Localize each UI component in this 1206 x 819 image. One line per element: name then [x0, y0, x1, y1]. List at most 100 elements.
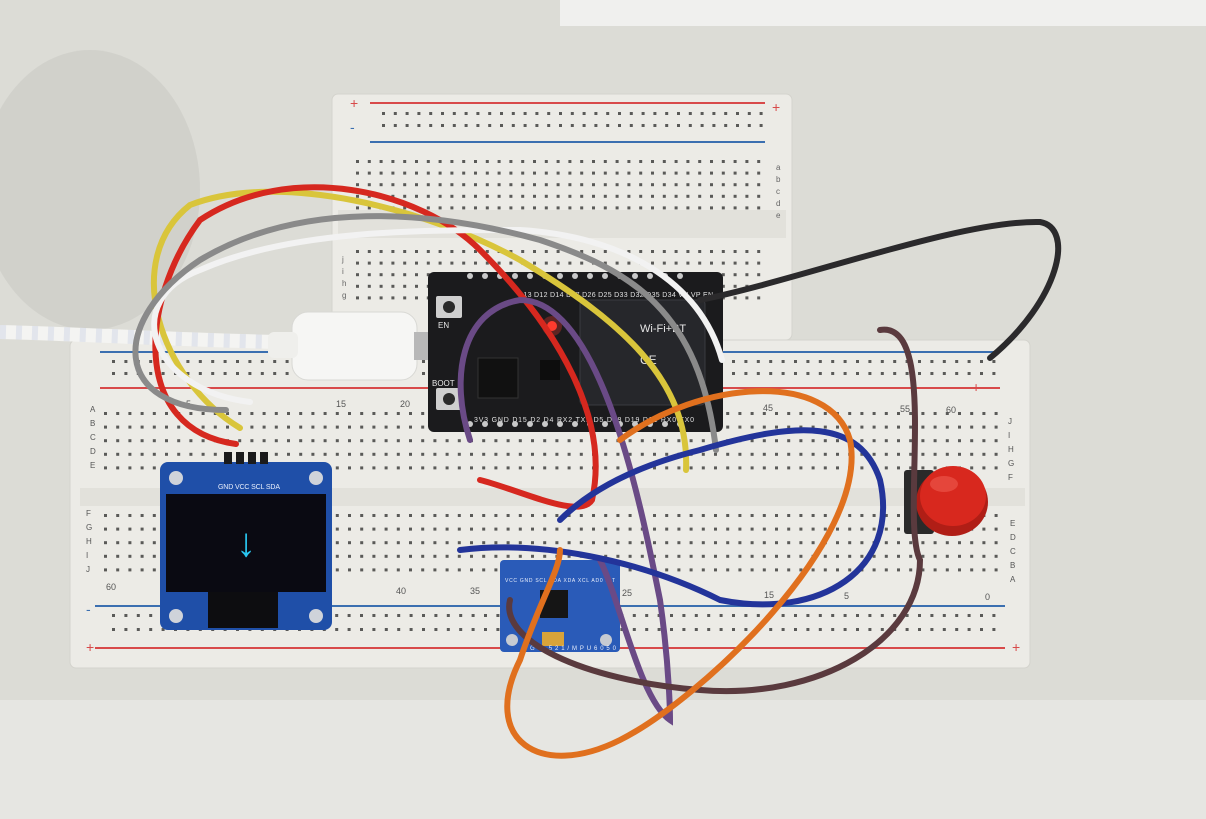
breadboard-hole: [299, 412, 303, 415]
breadboard-hole: [714, 452, 717, 456]
breadboard-hole: [450, 160, 454, 163]
black-wire: [697, 218, 1062, 361]
breadboard-hole: [843, 360, 847, 363]
breadboard-hole: [223, 372, 227, 375]
breadboard-hole: [787, 466, 791, 470]
breadboard-hole: [457, 554, 461, 558]
breadboard-hole: [639, 183, 643, 187]
breadboard-hole: [484, 628, 487, 631]
breadboard-hole: [152, 514, 156, 517]
breadboard-hole: [140, 514, 144, 517]
column-number: 45: [763, 403, 773, 413]
breadboard-hole: [433, 554, 437, 558]
button-cap[interactable]: [920, 466, 986, 526]
breadboard-hole: [323, 452, 327, 456]
column-number: 25: [622, 588, 632, 598]
breadboard-hole: [909, 425, 913, 429]
breadboard-hole: [579, 541, 583, 545]
breadboard-hole: [348, 425, 351, 429]
breadboard-hole: [603, 194, 607, 198]
breadboard-hole: [701, 541, 705, 545]
breadboard-hole: [733, 273, 737, 277]
breadboard-hole: [628, 527, 632, 531]
mpu-label: GY-521/MPU6050: [530, 646, 617, 652]
breadboard-hole: [747, 112, 751, 115]
breadboard-hole: [662, 261, 666, 265]
breadboard-hole: [372, 466, 376, 470]
breadboard-hole: [140, 466, 144, 470]
breadboard-hole: [872, 568, 876, 572]
breadboard-hole: [335, 541, 339, 545]
breadboard-hole: [745, 250, 749, 253]
breadboard-hole: [848, 541, 852, 545]
breadboard-hole: [140, 439, 144, 443]
breadboard-hole: [712, 124, 716, 127]
breadboard-hole: [274, 439, 278, 443]
breadboard-hole: [733, 296, 737, 300]
breadboard-hole: [116, 425, 120, 429]
esp32-pin: [632, 273, 638, 279]
breadboard-hole: [555, 452, 559, 456]
breadboard-hole: [639, 250, 643, 253]
breadboard-hole: [580, 194, 584, 198]
breadboard-hole: [367, 284, 371, 288]
breadboard-hole: [775, 425, 778, 429]
breadboard-hole: [384, 568, 388, 572]
breadboard-hole: [641, 124, 645, 127]
breadboard-hole: [856, 372, 859, 375]
breadboard-hole: [794, 372, 797, 375]
breadboard-hole: [580, 250, 584, 253]
oled-pin-labels: GND VCC SCL SDA: [218, 484, 280, 491]
breadboard-hole: [533, 183, 536, 187]
row-letter: F: [1008, 473, 1013, 482]
breadboard-hole: [415, 250, 418, 253]
breadboard-hole: [128, 554, 132, 558]
breadboard-hole: [438, 160, 442, 163]
esp32-pin: [512, 421, 518, 427]
en-label: EN: [438, 321, 449, 330]
breadboard-hole: [665, 514, 669, 517]
esp32-pin: [587, 273, 593, 279]
breadboard-hole: [836, 541, 839, 545]
breadboard-hole: [223, 360, 227, 363]
breadboard-hole: [348, 514, 351, 517]
breadboard-hole: [335, 527, 339, 531]
breadboard-hole: [701, 466, 705, 470]
breadboard-hole: [992, 628, 996, 631]
breadboard-hole: [726, 514, 730, 517]
breadboard-hole: [616, 541, 620, 545]
breadboard-hole: [384, 425, 388, 429]
breadboard-hole: [415, 160, 418, 163]
breadboard-hole: [372, 514, 376, 517]
breadboard-hole: [372, 439, 376, 443]
breadboard-hole: [686, 160, 690, 163]
breadboard-hole: [930, 628, 934, 631]
breadboard-hole: [775, 466, 778, 470]
breadboard-hole: [756, 360, 760, 363]
breadboard-hole: [627, 250, 631, 253]
esp32-pin: [662, 421, 668, 427]
breadboard-hole: [848, 412, 852, 415]
breadboard-hole: [594, 124, 598, 127]
breadboard-hole: [592, 183, 595, 187]
breadboard-hole: [580, 160, 584, 163]
breadboard-hole: [945, 425, 949, 429]
breadboard-hole: [893, 360, 897, 363]
breadboard-hole: [287, 452, 290, 456]
en-button-cap[interactable]: [443, 301, 455, 313]
breadboard-hole: [632, 614, 636, 617]
breadboard-hole: [509, 171, 513, 175]
breadboard-hole: [762, 439, 766, 443]
breadboard-hole: [421, 568, 425, 572]
breadboard-hole: [745, 261, 749, 265]
breadboard-hole: [710, 250, 713, 253]
breadboard-hole: [884, 412, 888, 415]
boot-button-cap[interactable]: [443, 393, 455, 405]
breadboard-hole: [379, 284, 383, 288]
mpu6050-module: GY-521/MPU6050 VCC GND SCL SDA XDA XCL A…: [500, 560, 620, 652]
breadboard-hole: [714, 514, 717, 517]
breadboard-hole: [884, 439, 888, 443]
breadboard-hole: [396, 412, 400, 415]
breadboard-hole: [594, 112, 598, 115]
breadboard-hole: [494, 452, 498, 456]
